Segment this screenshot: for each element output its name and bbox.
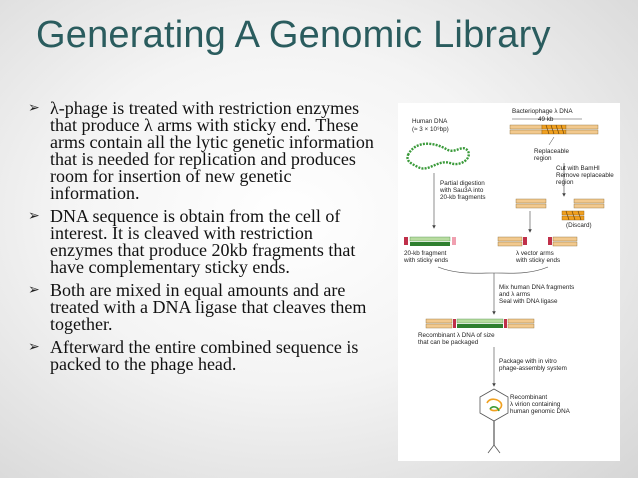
label-and-arms: and λ arms xyxy=(499,291,530,298)
vector-arms xyxy=(497,236,578,247)
label-vector-arms: λ vector arms xyxy=(516,250,554,257)
slide-title: Generating A Genomic Library xyxy=(36,14,551,56)
arrow-bullet-icon: ➢ xyxy=(28,208,40,224)
figure-diagram: Bacteriophage λ DNA 49 kb Replaceable re… xyxy=(403,108,614,454)
arrow-bullet-icon: ➢ xyxy=(28,100,40,116)
label-fragment: 20-kb fragment xyxy=(404,250,447,257)
label-seal-ligase: Seal with DNA ligase xyxy=(499,298,558,305)
label-recombinant: Recombinant xyxy=(510,394,547,401)
bullet-item: ➢ Both are mixed in equal amounts and are… xyxy=(28,280,380,334)
bullet-item: ➢ Afterward the entire combined sequence … xyxy=(28,337,380,374)
arrow-bullet-icon: ➢ xyxy=(28,282,40,298)
label-assembly: phage-assembly system xyxy=(499,365,567,372)
label-human-dna-size: (≈ 3 × 10⁹bp) xyxy=(412,126,449,133)
label-cut-bamhi: Cut with BamHI xyxy=(556,165,600,172)
human-fragment xyxy=(404,236,456,246)
label-partial-digestion: Partial digestion xyxy=(440,180,485,187)
label-bacteriophage: Bacteriophage λ DNA xyxy=(512,108,573,115)
label-genomic-dna: human genomic DNA xyxy=(510,408,571,415)
label-sau3a: with Sau3A into xyxy=(439,187,484,194)
label-human-dna: Human DNA xyxy=(412,118,448,125)
label-recombinant-dna: Recombinant λ DNA of size xyxy=(418,332,495,339)
label-arms-sticky: with sticky ends xyxy=(515,257,560,264)
bullet-item: ➢ DNA sequence is obtain from the cell of… xyxy=(28,206,380,277)
label-49kb: 49 kb xyxy=(538,116,554,123)
label-replaceable: Replaceable xyxy=(534,148,570,155)
recombinant-dna xyxy=(425,318,535,329)
label-package: Package with in vitro xyxy=(499,358,557,365)
label-discard: (Discard) xyxy=(566,222,592,229)
arrow-bullet-icon: ➢ xyxy=(28,339,40,355)
bullet-text: λ-phage is treated with restriction enzy… xyxy=(50,98,374,203)
label-20kb-fragments: 20-kb fragments xyxy=(440,194,486,201)
recombinant-virion-icon xyxy=(479,388,509,454)
discarded-region xyxy=(561,210,585,221)
label-mix: Mix human DNA fragments xyxy=(499,284,574,291)
lambda-dna-bar xyxy=(509,124,599,135)
human-dna-coil-icon xyxy=(406,142,470,170)
bullet-text: Both are mixed in equal amounts and are … xyxy=(50,280,367,334)
bullet-item: ➢ λ-phage is treated with restriction enz… xyxy=(28,98,380,203)
label-cut-region: region xyxy=(556,179,574,186)
bullet-text: Afterward the entire combined sequence i… xyxy=(50,337,359,374)
merge-line-left xyxy=(437,266,495,274)
label-virion: λ virion containing xyxy=(510,401,561,408)
replaceable-pointer xyxy=(548,136,555,146)
merge-line-right xyxy=(493,266,549,274)
label-remove-replaceable: Remove replaceable xyxy=(556,172,614,179)
label-region: region xyxy=(534,155,552,162)
genomic-library-figure: Bacteriophage λ DNA 49 kb Replaceable re… xyxy=(398,103,620,461)
bullet-list: ➢ λ-phage is treated with restriction enz… xyxy=(28,98,380,379)
label-packaged: that can be packaged xyxy=(418,339,479,346)
label-fragment-sticky: with sticky ends xyxy=(403,257,448,264)
lambda-arms-separated xyxy=(515,198,605,209)
bullet-text: DNA sequence is obtain from the cell of … xyxy=(50,206,356,277)
